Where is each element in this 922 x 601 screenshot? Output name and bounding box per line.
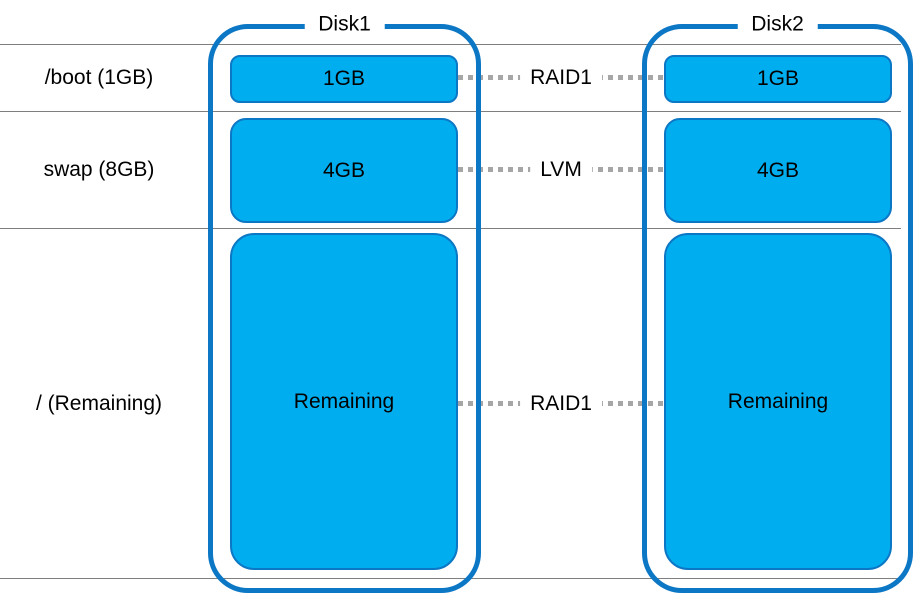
disk1-partition-swap: 4GB [230,118,458,223]
disk1-partition-root: Remaining [230,233,458,570]
row-label-root: / (Remaining) [35,392,163,415]
disk2-partition-root: Remaining [664,233,892,570]
row-separator [0,111,901,112]
connector-boot-raid1: RAID1 [458,62,664,94]
row-label-boot: /boot (1GB) [44,66,154,89]
connector-label-raid1: RAID1 [520,65,602,91]
connector-label-lvm: LVM [530,157,592,183]
connector-swap-lvm: LVM [458,154,664,186]
disk1-partition-boot: 1GB [230,55,458,103]
connector-root-raid1: RAID1 [458,388,664,420]
connector-label-raid1: RAID1 [520,391,602,417]
disk2-partition-swap: 4GB [664,118,892,223]
disk1-group: Disk1 1GB 4GB Remaining [208,10,481,593]
disk1-title: Disk1 [304,10,385,38]
disk2-partition-boot: 1GB [664,55,892,103]
disk2-group: Disk2 1GB 4GB Remaining [642,10,913,593]
row-separator [0,228,901,229]
row-label-swap: swap (8GB) [43,158,155,181]
disk2-title: Disk2 [737,10,818,38]
